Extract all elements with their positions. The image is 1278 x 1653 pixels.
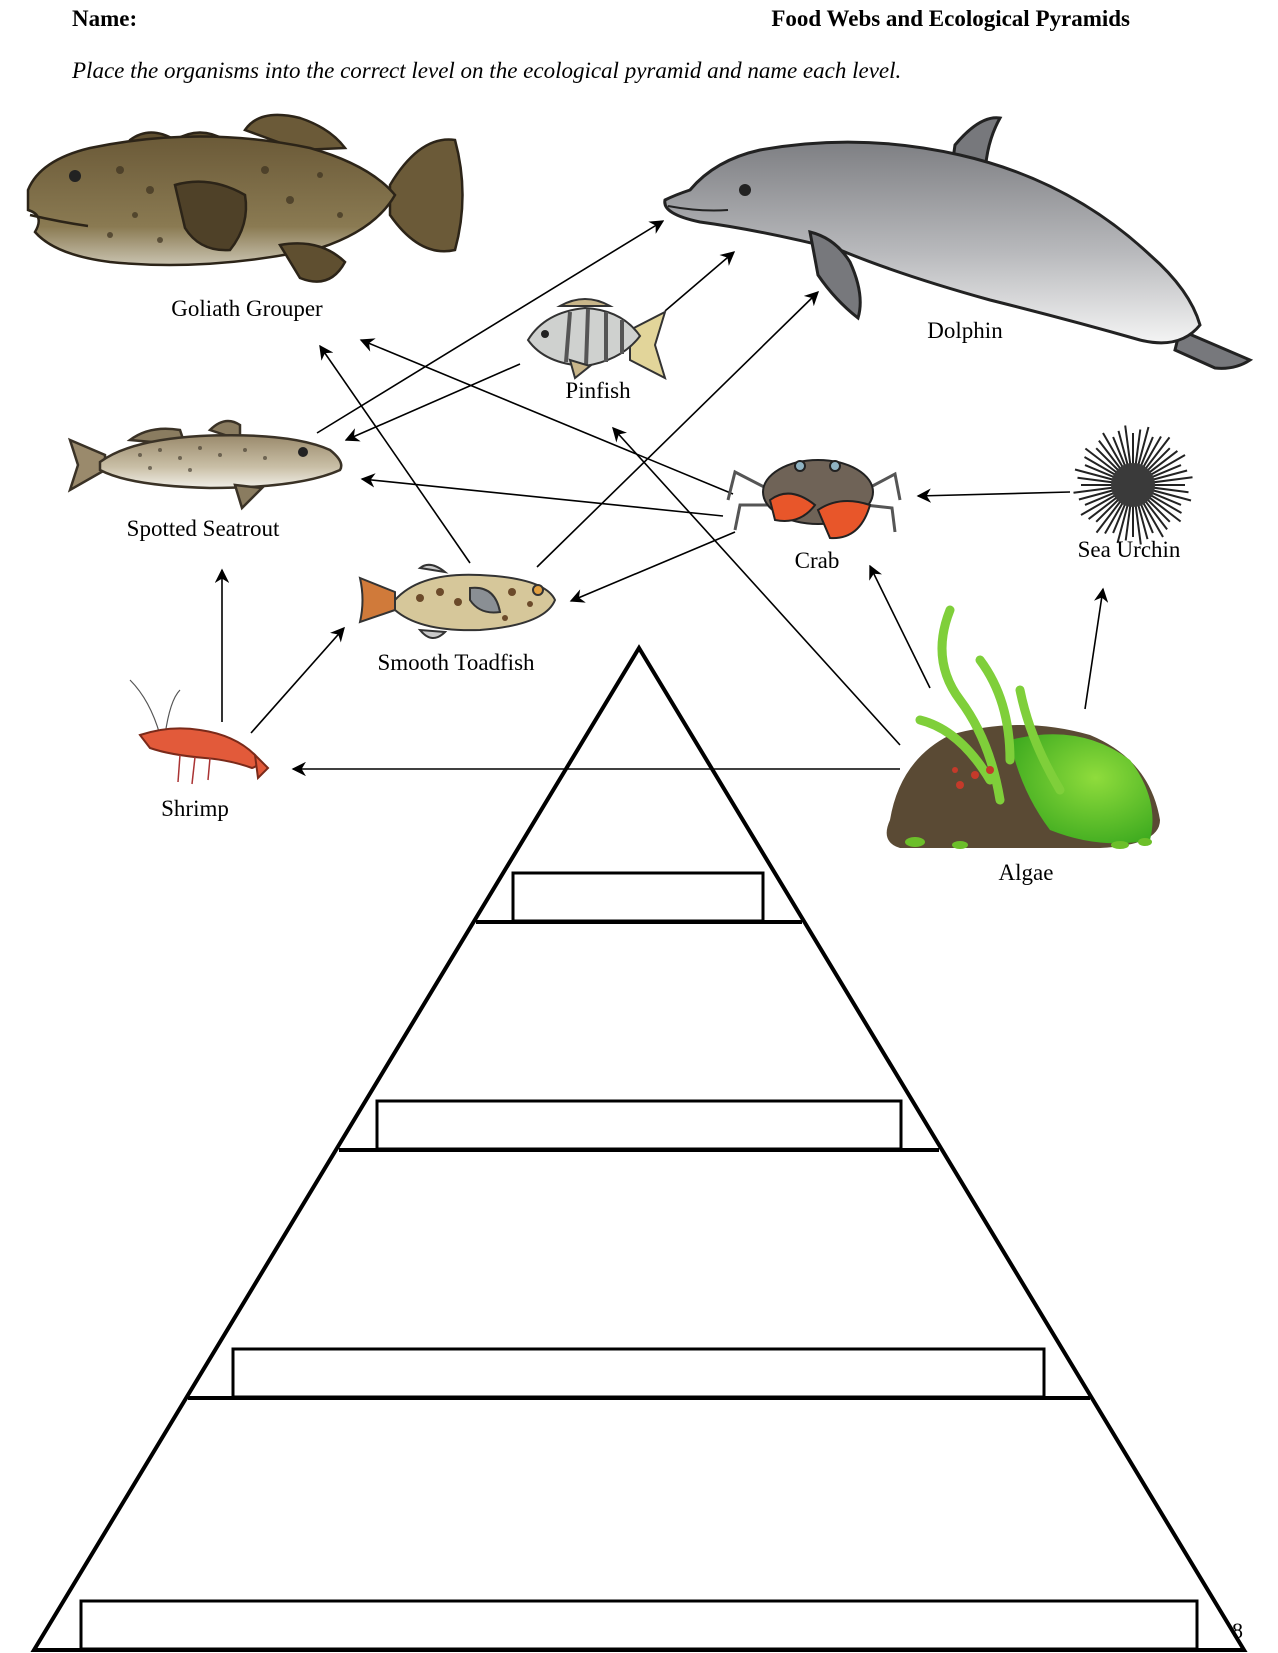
shrimp-image[interactable]: [129, 679, 270, 785]
label-dolphin: Dolphin: [927, 318, 1003, 343]
level-name-box-3[interactable]: [231, 1347, 1046, 1399]
food-web-arrows: [214, 220, 1109, 777]
arrow-algae-to-sea-urchin: [1084, 587, 1109, 710]
arrow-crab-to-grouper: [359, 338, 734, 495]
level-name-box-2[interactable]: [375, 1099, 903, 1151]
dolphin-image[interactable]: [663, 116, 1254, 370]
label-spotted-seatrout: Spotted Seatrout: [126, 516, 280, 541]
algae-image[interactable]: [886, 605, 1160, 849]
crab-image[interactable]: [726, 459, 902, 540]
label-smooth-toadfish: Smooth Toadfish: [377, 650, 535, 675]
label-algae: Algae: [998, 860, 1054, 885]
spotted-seatrout-image[interactable]: [67, 419, 343, 511]
instructions: Place the organisms into the correct lev…: [72, 58, 902, 83]
name-label: Name:: [72, 6, 138, 31]
label-shrimp: Shrimp: [161, 796, 229, 821]
pinfish-image[interactable]: [526, 298, 667, 380]
arrow-crab-to-seatrout: [360, 473, 724, 517]
arrow-toadfish-to-dolphin: [536, 290, 820, 568]
level-name-box-1[interactable]: [511, 871, 765, 923]
level-name-box-4[interactable]: [79, 1599, 1199, 1651]
worksheet-title: Food Webs and Ecological Pyramids: [771, 6, 1130, 31]
label-pinfish: Pinfish: [565, 378, 631, 403]
arrow-algae-to-crab: [869, 564, 931, 689]
arrow-urchin-to-crab: [916, 488, 1071, 503]
label-goliath-grouper: Goliath Grouper: [171, 296, 323, 321]
smooth-toadfish-image[interactable]: [358, 563, 557, 639]
label-crab: Crab: [794, 548, 840, 573]
arrow-seatrout-to-dolphin: [316, 220, 665, 434]
arrow-toadfish-to-grouper: [319, 344, 471, 564]
ecological-pyramid: [30, 644, 1248, 1652]
arrow-crab-to-toadfish: [569, 531, 736, 603]
arrow-algae-to-pinfish: [612, 426, 901, 746]
arrow-pinfish-to-dolphin: [664, 251, 736, 312]
sea-urchin-image[interactable]: [1073, 425, 1193, 545]
arrow-shrimp-to-toadfish: [250, 626, 345, 734]
goliath-grouper-image[interactable]: [26, 113, 464, 283]
page-number: 8: [1232, 1618, 1243, 1643]
label-sea-urchin: Sea Urchin: [1077, 537, 1181, 562]
arrow-pinfish-to-seatrout: [344, 363, 521, 442]
